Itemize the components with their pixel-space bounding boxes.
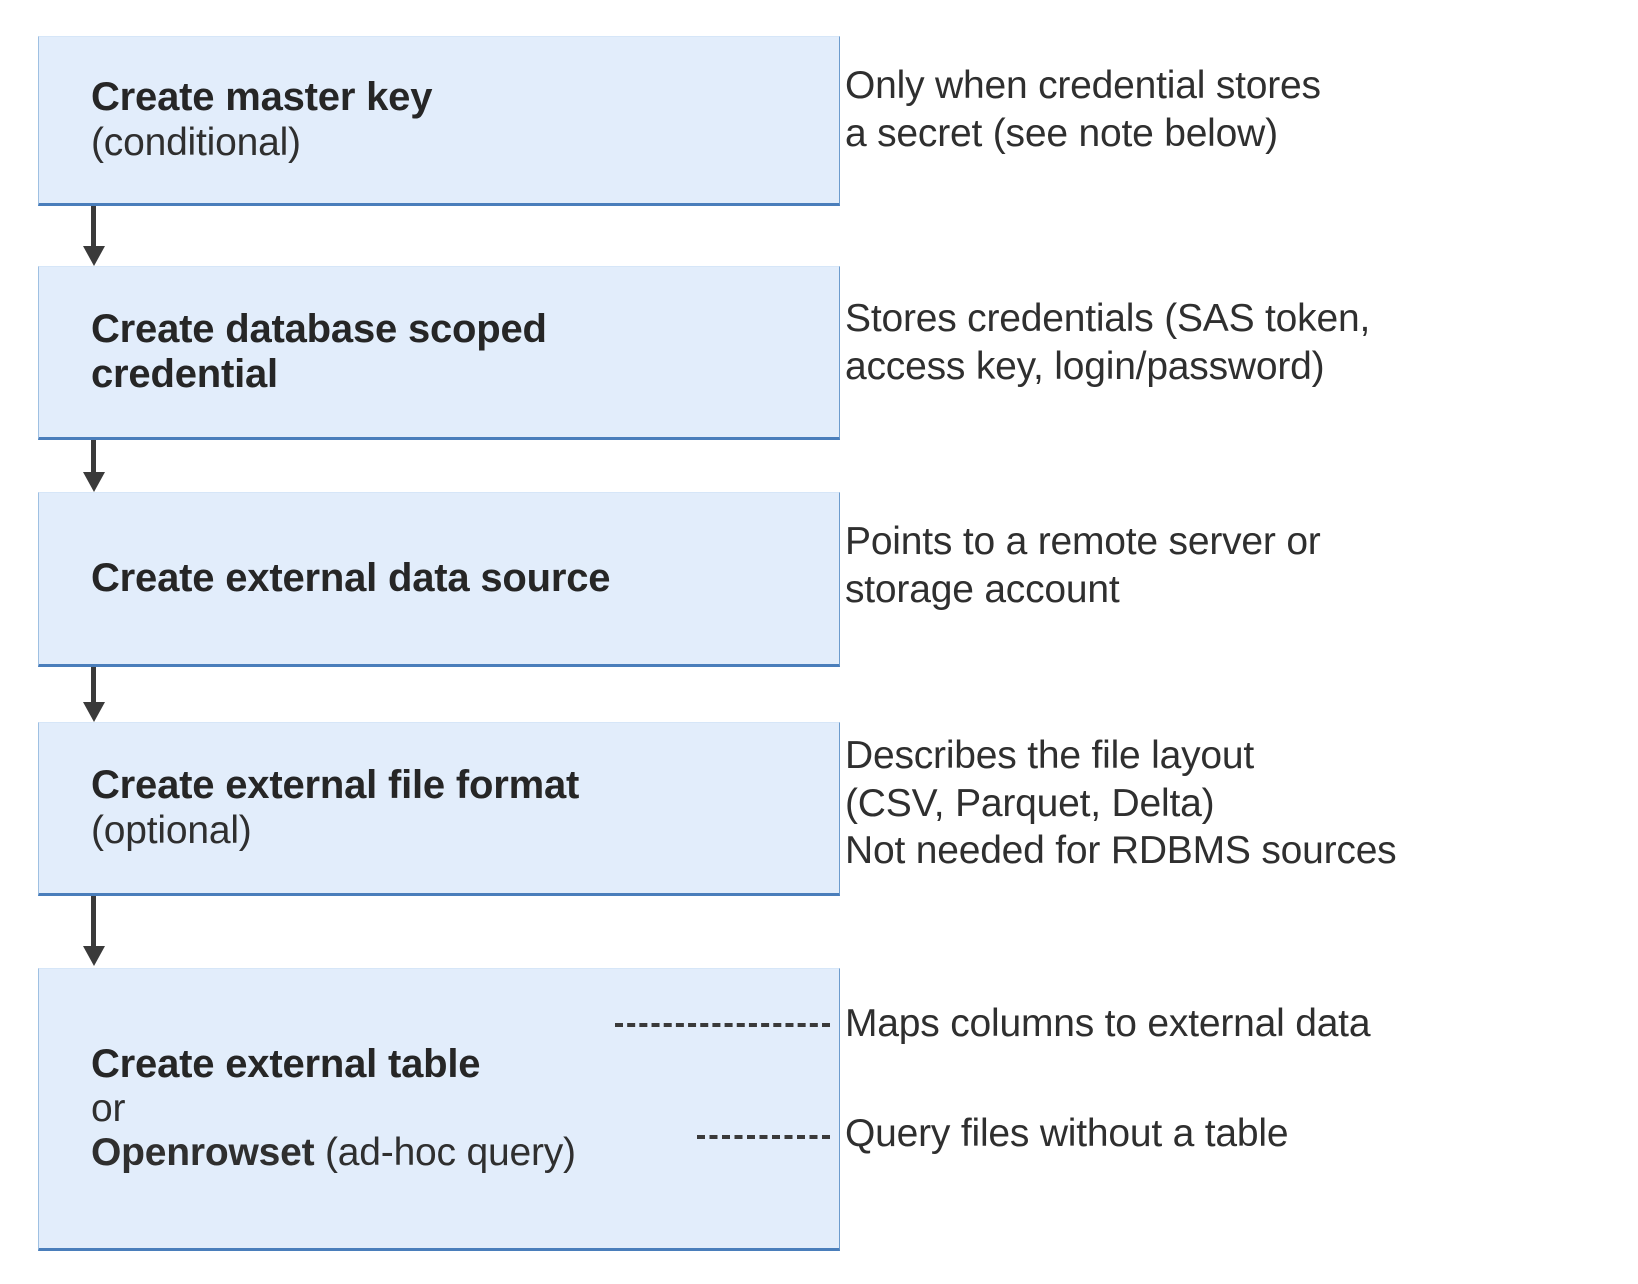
step-alt-qualifier: (ad-hoc query): [314, 1131, 576, 1175]
note-line: storage account: [845, 567, 1120, 611]
arrow-shaft: [91, 440, 96, 474]
step-title: Create external table: [91, 1041, 481, 1086]
note-line: (CSV, Parquet, Delta): [845, 781, 1215, 825]
step-title-line-1: Create database scoped: [91, 306, 547, 351]
flow-step-create-external-file-format: Create external file format (optional): [38, 722, 840, 896]
note-create-master-key: Only when credential stores a secret (se…: [845, 62, 1321, 157]
arrow-down-icon: [83, 667, 105, 722]
note-line: Stores credentials (SAS token,: [845, 297, 1371, 340]
arrow-shaft: [91, 667, 96, 704]
note-line: Points to a remote server or: [845, 520, 1321, 563]
note-line: Not needed for RDBMS sources: [845, 829, 1397, 873]
arrow-down-icon: [83, 440, 105, 492]
note-line: access key, login/password): [845, 344, 1325, 388]
dashed-connector-openrowset: [697, 1135, 830, 1139]
arrow-head: [83, 702, 105, 722]
note-openrowset: Query files without a table: [845, 1110, 1289, 1158]
note-line: Query files without a table: [845, 1112, 1289, 1155]
note-create-external-data-source: Points to a remote server or storage acc…: [845, 518, 1321, 613]
note-line: Maps columns to external data: [845, 1002, 1371, 1045]
step-alt-title: Openrowset: [91, 1131, 315, 1175]
arrow-head: [83, 472, 105, 492]
note-line: Describes the file layout: [845, 734, 1255, 777]
step-title: Create external data source: [91, 555, 611, 600]
arrow-shaft: [91, 206, 96, 248]
note-create-database-scoped-credential: Stores credentials (SAS token, access ke…: [845, 295, 1370, 390]
arrow-head: [83, 946, 105, 966]
arrow-down-icon: [83, 896, 105, 968]
note-create-external-file-format: Describes the file layout (CSV, Parquet,…: [845, 732, 1397, 875]
step-qualifier: (conditional): [91, 120, 301, 164]
arrow-down-icon: [83, 206, 105, 266]
step-separator-or: or: [91, 1087, 126, 1131]
step-qualifier: (optional): [91, 808, 252, 852]
flow-step-create-database-scoped-credential: Create database scoped credential: [38, 266, 840, 440]
note-line: a secret (see note below): [845, 111, 1278, 155]
dashed-connector-external-table: [615, 1023, 830, 1027]
step-title: Create master key: [91, 75, 433, 120]
flow-step-create-master-key: Create master key (conditional): [38, 36, 840, 206]
step-title: Create external file format: [91, 763, 580, 808]
arrow-shaft: [91, 896, 96, 948]
flow-step-create-external-table-or-openrowset: Create external table or Openrowset (ad-…: [38, 968, 840, 1251]
note-create-external-table: Maps columns to external data: [845, 1000, 1371, 1048]
step-title-line-2: credential: [91, 352, 278, 396]
step-alt-title-row: Openrowset (ad-hoc query): [91, 1131, 839, 1175]
flow-step-create-external-data-source: Create external data source: [38, 492, 840, 667]
note-line: Only when credential stores: [845, 64, 1321, 107]
arrow-head: [83, 246, 105, 266]
